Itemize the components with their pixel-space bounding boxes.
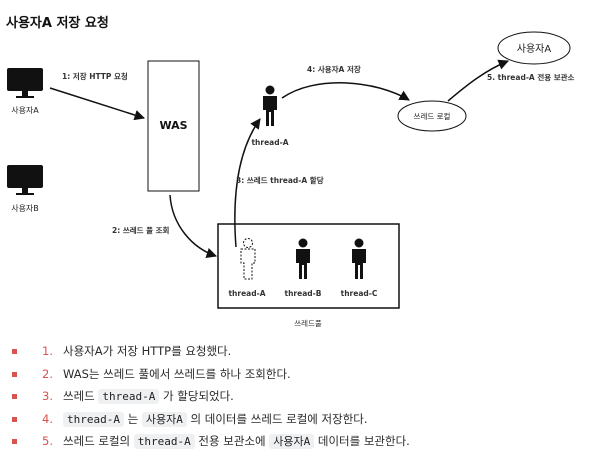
- thread-local-label: 쓰레드 로컬: [414, 112, 451, 121]
- thread-a-icon: [263, 85, 277, 126]
- pool-label: 쓰레드풀: [294, 319, 322, 328]
- pool-thread-c-label: thread-C: [341, 289, 378, 298]
- list-item: 5. 쓰레드 로컬의 thread-A 전용 보관소에 사용자A 데이터를 보관…: [6, 430, 601, 453]
- inline-code: 사용자A: [269, 434, 315, 449]
- step-text: thread-A 는 사용자A 의 데이터를 쓰레드 로컬에 저장한다.: [63, 408, 368, 432]
- bullet-icon: [12, 394, 17, 399]
- step-text-segment: 가 할당되었다.: [159, 389, 234, 403]
- step-text-segment: WAS는 쓰레드 풀에서 쓰레드를 하나 조회한다.: [63, 366, 291, 381]
- steps-list: 1. 사용자A가 저장 HTTP를 요청했다. 2. WAS는 쓰레드 풀에서 …: [6, 340, 601, 453]
- inline-code: thread-A: [98, 389, 160, 404]
- step-text-segment: 데이터를 보관한다.: [314, 434, 410, 448]
- step-text: 쓰레드 로컬의 thread-A 전용 보관소에 사용자A 데이터를 보관한다.: [63, 430, 410, 454]
- user-a-data-label: 사용자A: [517, 43, 552, 55]
- was-box: [147, 60, 200, 192]
- edge-save-user: [281, 82, 410, 101]
- pool-thread-a-label: thread-A: [228, 289, 265, 298]
- step-number: 4.: [42, 411, 53, 426]
- computer-icon-user-b: [7, 165, 43, 195]
- step-text: WAS는 쓰레드 풀에서 쓰레드를 하나 조회한다.: [63, 363, 291, 386]
- edge-pool-lookup: [169, 194, 217, 258]
- edge2-label: 2: 쓰레드 풀 조회: [112, 225, 170, 235]
- step-number: 5.: [42, 434, 53, 448]
- inline-code: thread-A: [133, 434, 195, 449]
- step-number: 1.: [42, 344, 53, 358]
- edge-http-request: [49, 87, 146, 121]
- edge5-label: 5. thread-A 전용 보관소: [487, 72, 575, 82]
- step-text-segment: 사용자A가 저장 HTTP를 요청했다.: [63, 344, 232, 358]
- bullet-icon: [12, 416, 17, 422]
- inline-code: 사용자A: [141, 411, 187, 427]
- step-number: 2.: [42, 366, 53, 381]
- user-b-label: 사용자B: [11, 204, 39, 213]
- bullet-icon: [12, 371, 17, 377]
- bullet-icon: [12, 439, 17, 444]
- list-item: 2. WAS는 쓰레드 풀에서 쓰레드를 하나 조회한다.: [6, 363, 601, 386]
- bullet-icon: [12, 349, 17, 354]
- thread-local-diagram: 사용자A 사용자B WAS 1: 저장 HTTP 요청 2: 쓰레드 풀 조회 …: [7, 31, 575, 328]
- was-label: WAS: [159, 119, 187, 132]
- step-text: 쓰레드 thread-A 가 할당되었다.: [63, 385, 234, 409]
- active-thread-label: thread-A: [251, 138, 288, 147]
- step-text-segment: 의 데이터를 쓰레드 로컬에 저장한다.: [186, 411, 368, 426]
- list-item: 1. 사용자A가 저장 HTTP를 요청했다.: [6, 340, 601, 363]
- edge-assign-thread: [234, 118, 261, 248]
- user-a-label: 사용자A: [11, 106, 39, 115]
- list-item: 3. 쓰레드 thread-A 가 할당되었다.: [6, 385, 601, 408]
- step-text-segment: 전용 보관소에: [194, 434, 270, 448]
- edge1-label: 1: 저장 HTTP 요청: [62, 71, 128, 81]
- step-number: 3.: [42, 389, 53, 403]
- computer-icon-user-a: [7, 68, 43, 98]
- list-item: 4. thread-A 는 사용자A 의 데이터를 쓰레드 로컬에 저장한다.: [6, 408, 601, 431]
- edge-store: [447, 59, 509, 102]
- step-text: 사용자A가 저장 HTTP를 요청했다.: [63, 340, 231, 363]
- page-title: 사용자A 저장 요청: [6, 16, 109, 31]
- thread-local-node: [397, 100, 467, 132]
- edge4-label: 4: 사용자A 저장: [307, 64, 361, 74]
- inline-code: thread-A: [63, 411, 124, 427]
- pool-thread-b-label: thread-B: [285, 289, 322, 298]
- step-text-segment: 쓰레드 로컬의: [63, 434, 134, 448]
- step-text-segment: 는: [123, 411, 142, 426]
- user-a-data-node: [497, 31, 571, 65]
- step-text-segment: 쓰레드: [63, 389, 99, 403]
- thread-a-slot-icon: [240, 238, 256, 280]
- edge3-label: 3: 쓰레드 thread-A 할당: [236, 175, 324, 185]
